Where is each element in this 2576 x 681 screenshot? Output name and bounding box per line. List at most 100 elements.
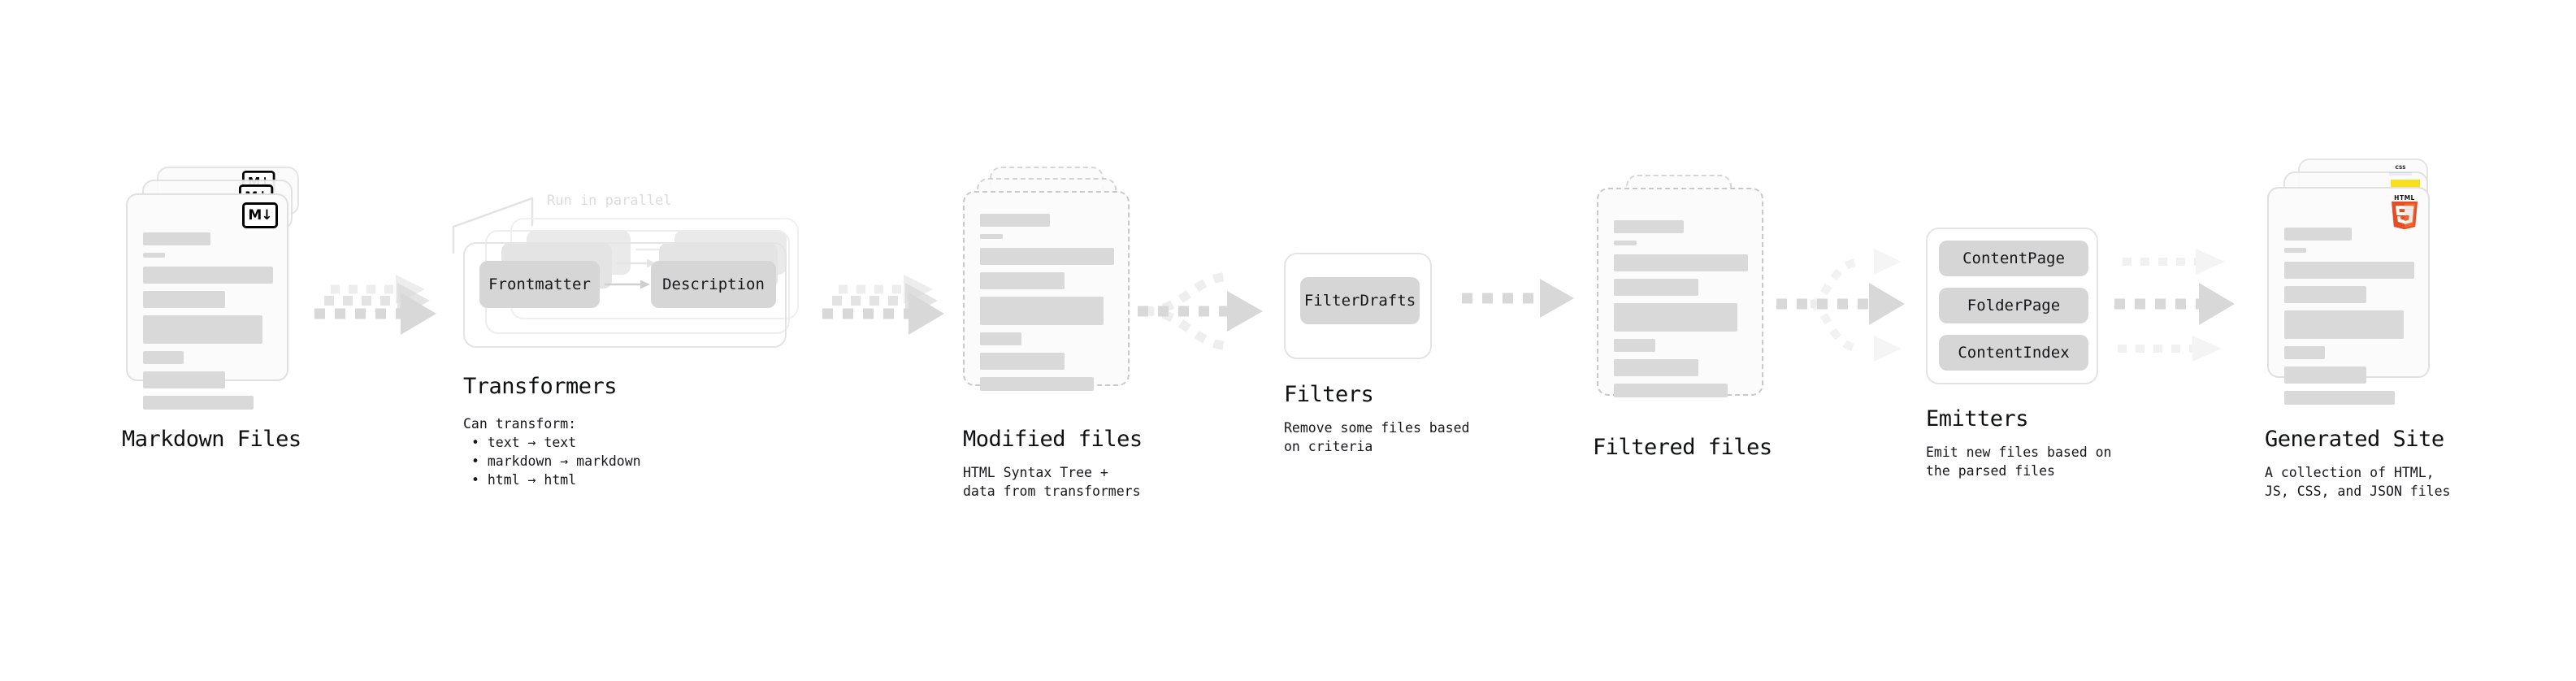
emitter-chip-folderpage[interactable]: FolderPage [1939, 288, 2088, 323]
stage-markdown-files: M↓ M↓ M↓ [122, 167, 301, 452]
modified-files-subtitle-1: data from transformers [963, 484, 1141, 499]
filtered-file-stack [1597, 175, 1772, 419]
skeleton-bar [980, 332, 1022, 345]
skeleton-bar [980, 234, 1004, 239]
modified-files-title: Modified files [963, 427, 1143, 452]
skeleton-bar [143, 267, 273, 284]
transformers-subtitle-item-1: • markdown → markdown [471, 453, 641, 469]
css-badge-label: CSS [2395, 165, 2406, 171]
emitters-subtitle-1: the parsed files [1926, 463, 2055, 479]
emitter-chip-contentindex[interactable]: ContentIndex [1939, 335, 2088, 371]
skeleton-bar [143, 371, 225, 388]
skeleton-bar [1614, 384, 1728, 397]
transformer-group-front: Frontmatter Description [463, 242, 787, 348]
filters-subtitle-1: on criteria [1284, 439, 1373, 454]
skeleton-bar [2284, 367, 2366, 384]
transformer-chip-frontmatter-label: Frontmatter [488, 275, 591, 293]
arrow-triple-icon [2114, 249, 2235, 362]
skeleton-bar [1614, 339, 1656, 352]
generated-site-subtitle-0: A collection of HTML, [2265, 465, 2435, 480]
markdown-badge-front: M↓ [242, 202, 278, 228]
skeleton-bar [2284, 391, 2395, 405]
skeleton-bar [980, 272, 1065, 289]
emitter-chip-folderpage-label: FolderPage [1967, 297, 2061, 314]
skeleton-bar [143, 396, 254, 410]
skeleton-bar [980, 214, 1050, 227]
emitter-chip-contentindex-label: ContentIndex [1958, 344, 2070, 362]
transformer-inner-arrow-back-1-icon [617, 258, 656, 268]
skeleton-bar [143, 232, 211, 245]
markdown-badge-glyph-3: M↓ [242, 202, 278, 228]
skeleton-bar [980, 353, 1065, 370]
arrow-fanout-icon [1776, 249, 1905, 362]
markdown-card-content [143, 232, 273, 417]
transformers-subtitle-item-2: • html → html [471, 472, 577, 488]
filtered-card-content [1614, 220, 1748, 405]
html5-badge-label: HTML [2394, 194, 2415, 202]
markdown-file-stack: M↓ M↓ M↓ [126, 167, 301, 410]
html5-badge: HTML [2390, 194, 2419, 230]
transformers-title: Transformers [463, 374, 618, 399]
stage-modified-files: Modified files HTML Syntax Tree + data f… [963, 167, 1143, 499]
transformer-chip-frontmatter[interactable]: Frontmatter [479, 261, 600, 308]
emitter-chip-contentpage-label: ContentPage [1962, 249, 2065, 267]
skeleton-bar [1614, 279, 1698, 296]
generated-site-subtitle-1: JS, CSS, and JSON files [2265, 484, 2451, 499]
skeleton-bar [2284, 228, 2353, 241]
modified-card-content [980, 214, 1114, 398]
transformer-chip-description[interactable]: Description [651, 261, 776, 308]
filters-subtitle-0: Remove some files based [1284, 420, 1470, 436]
markdown-badge-text-3: M↓ [248, 206, 272, 223]
skeleton-bar [980, 297, 1104, 325]
filter-chip-filterdrafts[interactable]: FilterDrafts [1300, 277, 1420, 324]
transformer-inner-arrow-front-icon [605, 280, 650, 289]
emitters-subtitle-0: Emit new files based on [1926, 445, 2112, 460]
stage-filtered-files: Filtered files [1593, 175, 1772, 460]
emitters-group-box: ContentPage FolderPage ContentIndex [1926, 228, 2098, 384]
emitters-title: Emitters [1926, 406, 2029, 432]
skeleton-bar [143, 315, 263, 344]
html5-badge-shape: HTML [2390, 194, 2419, 230]
arrow-group-icon [822, 275, 944, 335]
skeleton-bar [143, 253, 166, 258]
generated-site-stack: CSS HTML [2267, 158, 2454, 410]
skeleton-bar [1614, 359, 1698, 376]
skeleton-bar [2284, 248, 2307, 253]
modified-file-stack [963, 167, 1138, 410]
markdown-card-front: M↓ [126, 193, 288, 410]
skeleton-bar [1614, 303, 1737, 332]
skeleton-bar [2284, 346, 2325, 359]
html5-shield-icon [2392, 202, 2418, 230]
skeleton-bar [143, 351, 184, 364]
site-card-content [2284, 228, 2414, 412]
arrow-group-icon [314, 275, 436, 335]
transformers-subtitle-heading: Can transform: [463, 416, 577, 432]
skeleton-bar [980, 377, 1095, 391]
run-in-parallel-note: Run in parallel [547, 193, 672, 209]
skeleton-bar [2284, 286, 2366, 303]
skeleton-bar [2284, 262, 2414, 279]
skeleton-bar [1614, 241, 1637, 245]
arrow-single-icon [1462, 279, 1574, 318]
arrow-modified-to-filters [1136, 258, 1278, 364]
emitter-chip-contentpage[interactable]: ContentPage [1939, 241, 2088, 276]
filtered-files-title: Filtered files [1593, 435, 1772, 460]
transformers-subtitle-item-0: • text → text [471, 435, 577, 450]
arrow-filtered-to-emitters [1773, 234, 1919, 372]
filters-title: Filters [1284, 382, 1374, 407]
markdown-files-title: Markdown Files [122, 427, 301, 452]
arrow-converge-icon [1138, 271, 1263, 351]
run-in-parallel-bracket-icon [452, 197, 534, 254]
skeleton-bar [1614, 220, 1684, 233]
arrow-emitters-to-site [2111, 234, 2257, 372]
filters-group-box: FilterDrafts [1284, 253, 1432, 359]
stage-generated-site: CSS HTML [2265, 158, 2454, 499]
arrow-filters-to-filtered [1459, 274, 1597, 323]
filter-chip-filterdrafts-label: FilterDrafts [1303, 292, 1416, 310]
modified-card-front [963, 191, 1130, 391]
site-card-front: HTML [2267, 187, 2430, 405]
modified-files-subtitle-0: HTML Syntax Tree + [963, 465, 1108, 480]
filtered-card-front [1597, 188, 1763, 397]
arrow-markdown-to-transformers [311, 268, 449, 358]
